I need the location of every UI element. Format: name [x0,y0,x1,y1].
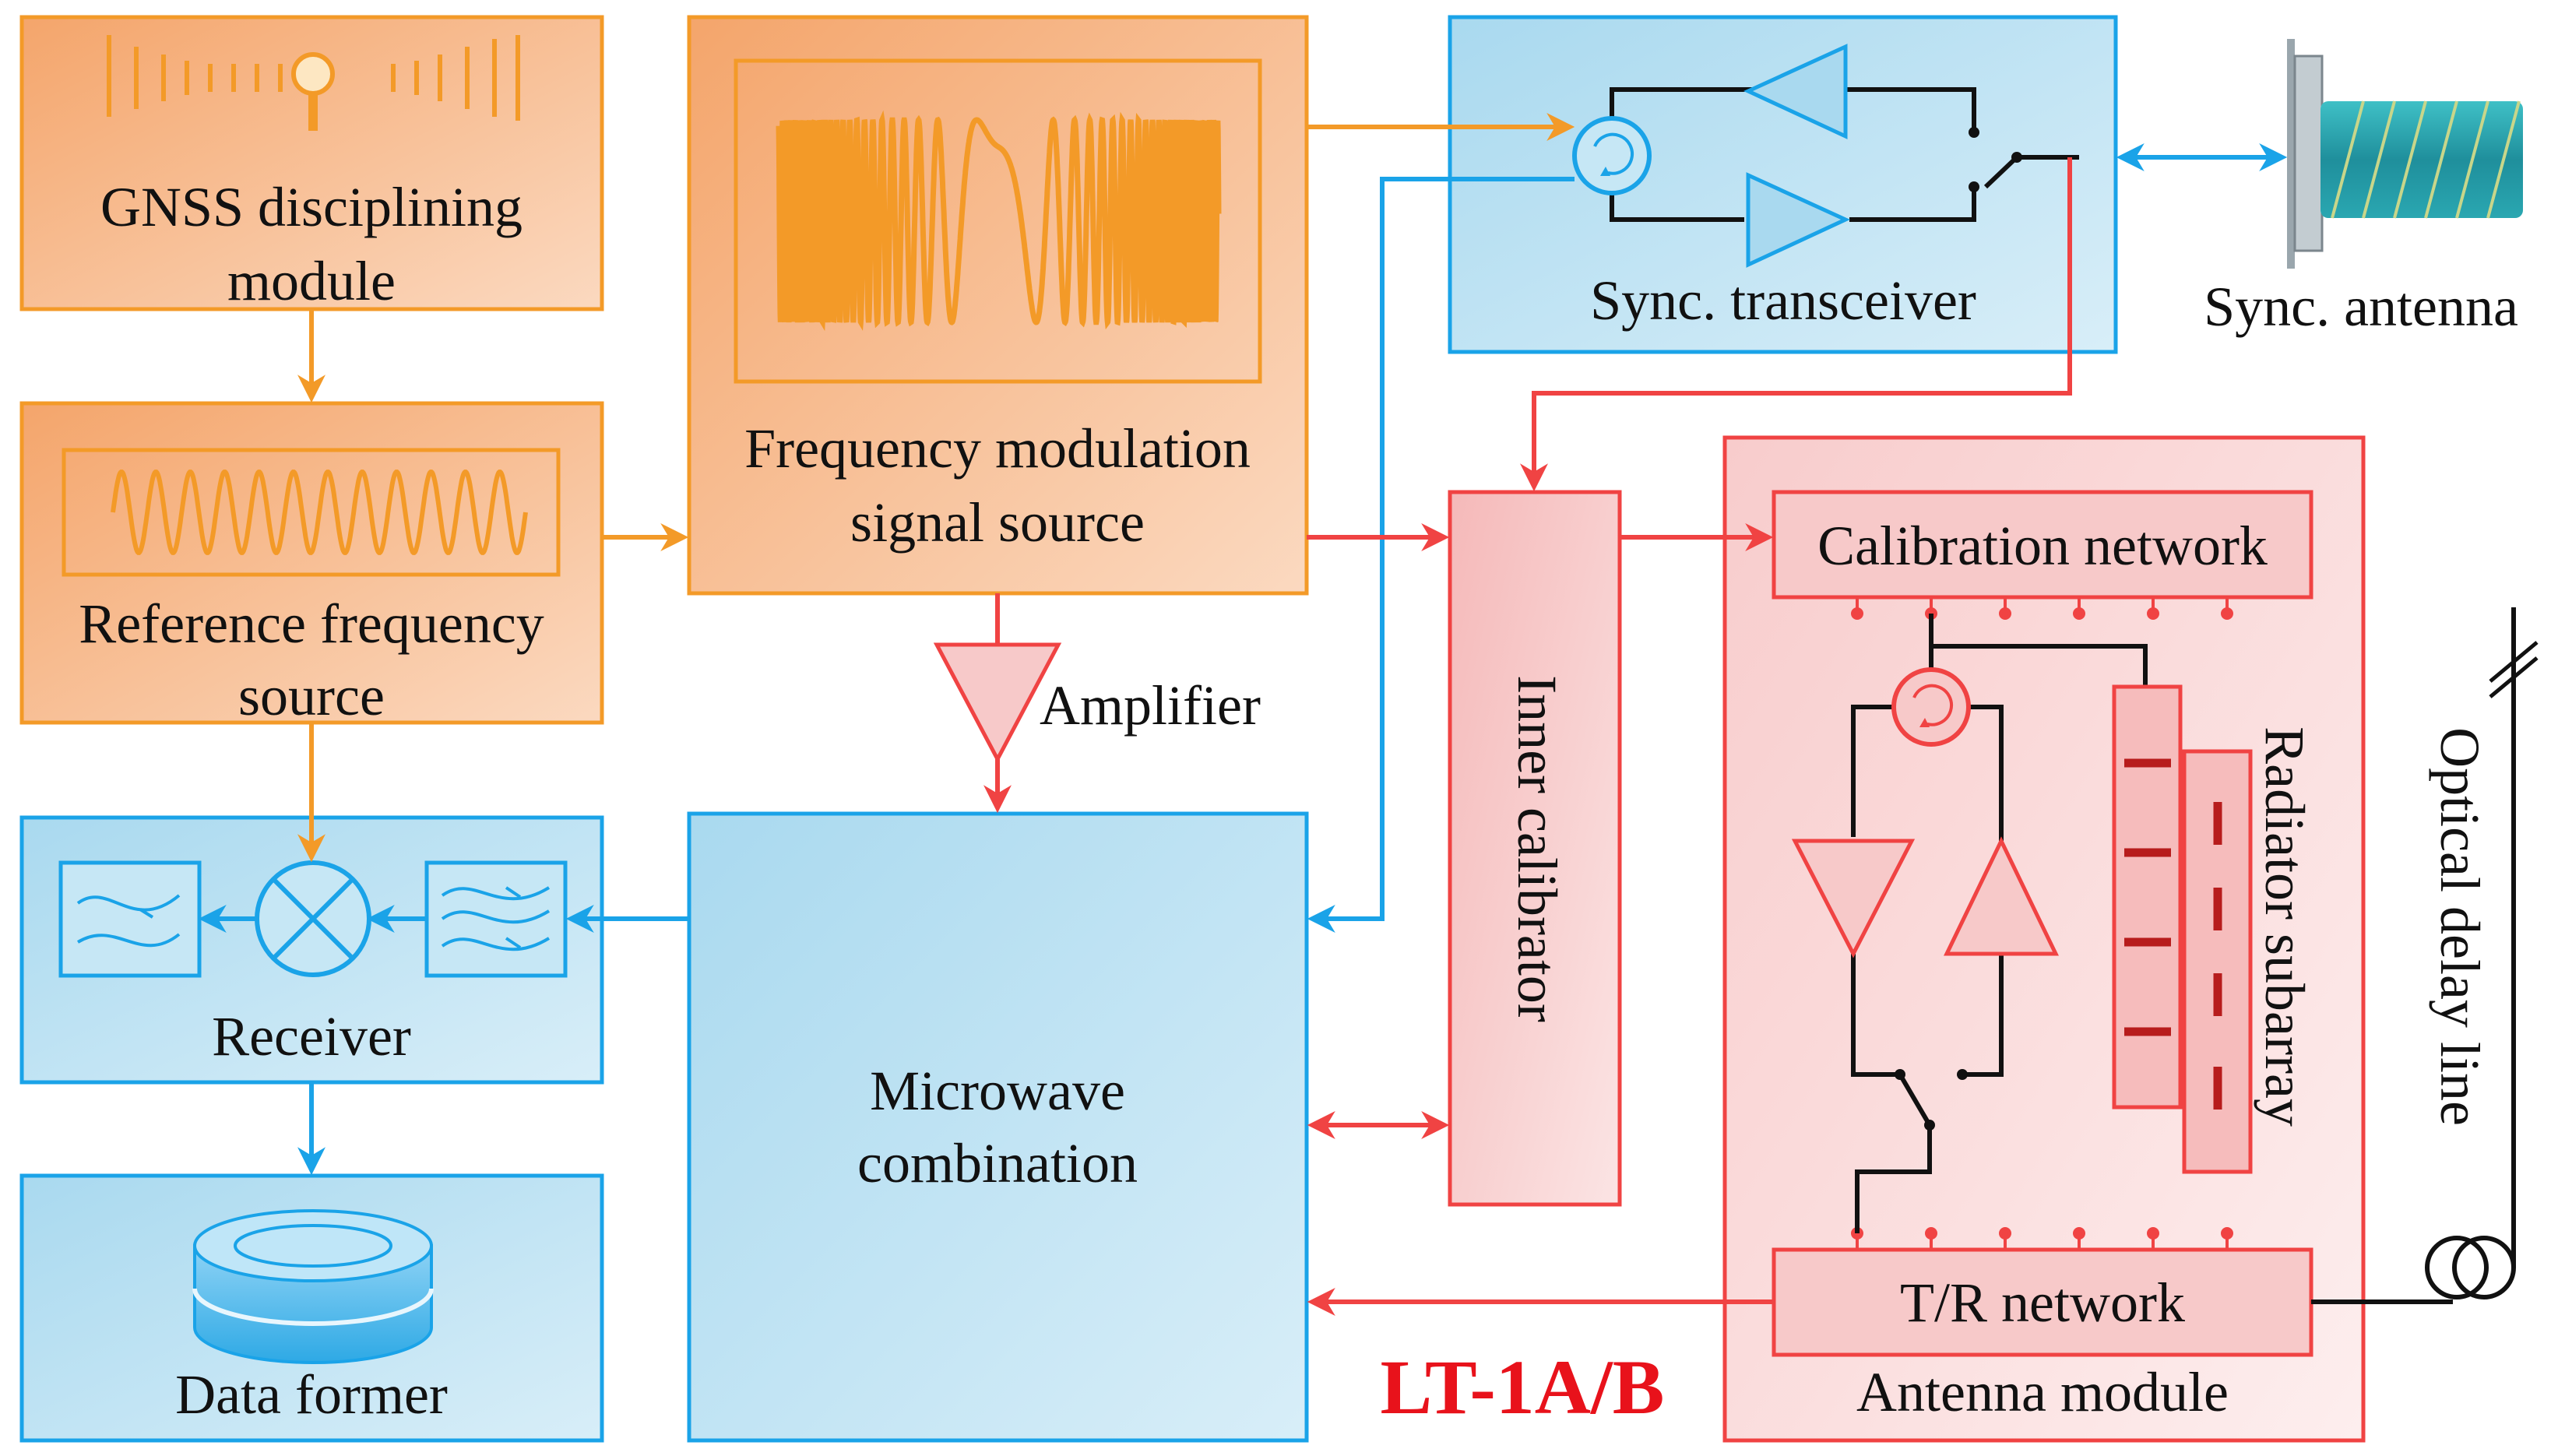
gnss-block: GNSS disciplining module [19,15,604,312]
reference-frequency-block: Reference frequency source [19,401,604,727]
fm-label-line2: signal source [850,491,1145,554]
amplifier-icon [1944,836,2059,956]
microwave-combination-block: Microwave combination [687,811,1309,1443]
reference-label-line2: source [238,665,385,727]
tr-network-label: T/R network [1900,1271,2185,1334]
circulator-icon [1572,116,1652,195]
amplifier-icon [1746,172,1850,268]
optical-delay-line-label: Optical delay line [2429,727,2491,1126]
helical-antenna-icon [2287,39,2523,269]
radiator-subarray: Radiator subarray [2112,684,2316,1174]
gnss-signal-icon [107,35,520,131]
antenna-module-label: Antenna module [1856,1361,2229,1423]
microwave-label-line2: combination [857,1132,1138,1194]
amplifier-icon [1791,839,1916,958]
gnss-label-line1: GNSS disciplining [100,176,523,238]
optical-coil-icon [2425,1236,2516,1299]
sync-transceiver-block: Sync. transceiver [1448,15,2118,354]
tr-network-block: T/R network [1772,1247,2313,1357]
inner-calibrator-label: Inner calibrator [1506,675,1568,1022]
filter-icon [424,860,568,978]
filter-icon [58,860,202,978]
gnss-label-line2: module [227,250,396,312]
amplifier-icon [1743,44,1848,139]
inner-calibrator-block: Inner calibrator [1448,490,1622,1207]
fm-signal-source-block: Frequency modulation signal source [687,15,1309,596]
circulator-icon [1891,667,1971,747]
radiator-subarray-label: Radiator subarray [2254,726,2316,1127]
calibration-network-label: Calibration network [1817,515,2268,577]
sine-wave-box [62,448,561,577]
mixer-icon [255,860,371,977]
sine-wave-icon [111,470,528,555]
data-former-label: Data former [175,1363,448,1426]
optical-fiber [2311,607,2516,1304]
transceiver-to-inner-calibrator-arrow [1520,157,2072,492]
sync-transceiver-label: Sync. transceiver [1590,269,1976,332]
calibration-network-block: Calibration network [1772,490,2313,600]
fm-label-line1: Frequency modulation [744,417,1251,480]
receiver-label: Receiver [212,1005,411,1067]
chirp-box [734,58,1262,384]
tr-module-circuit [1851,614,2148,1233]
chirp-signal-icon [776,110,1222,332]
sync-antenna-label: Sync. antenna [2204,276,2518,338]
microwave-label-line1: Microwave [870,1060,1125,1122]
receiver-block: Receiver [19,815,604,1085]
reference-label-line1: Reference frequency [79,593,544,655]
database-icon [192,1209,434,1364]
satellite-title: LT-1A/B [1380,1344,1664,1430]
amplifier-label: Amplifier [1040,674,1261,737]
amplifier-icon [933,642,1062,764]
data-former-block: Data former [19,1173,604,1443]
circulator-to-microwave-arrow [1307,177,1575,933]
